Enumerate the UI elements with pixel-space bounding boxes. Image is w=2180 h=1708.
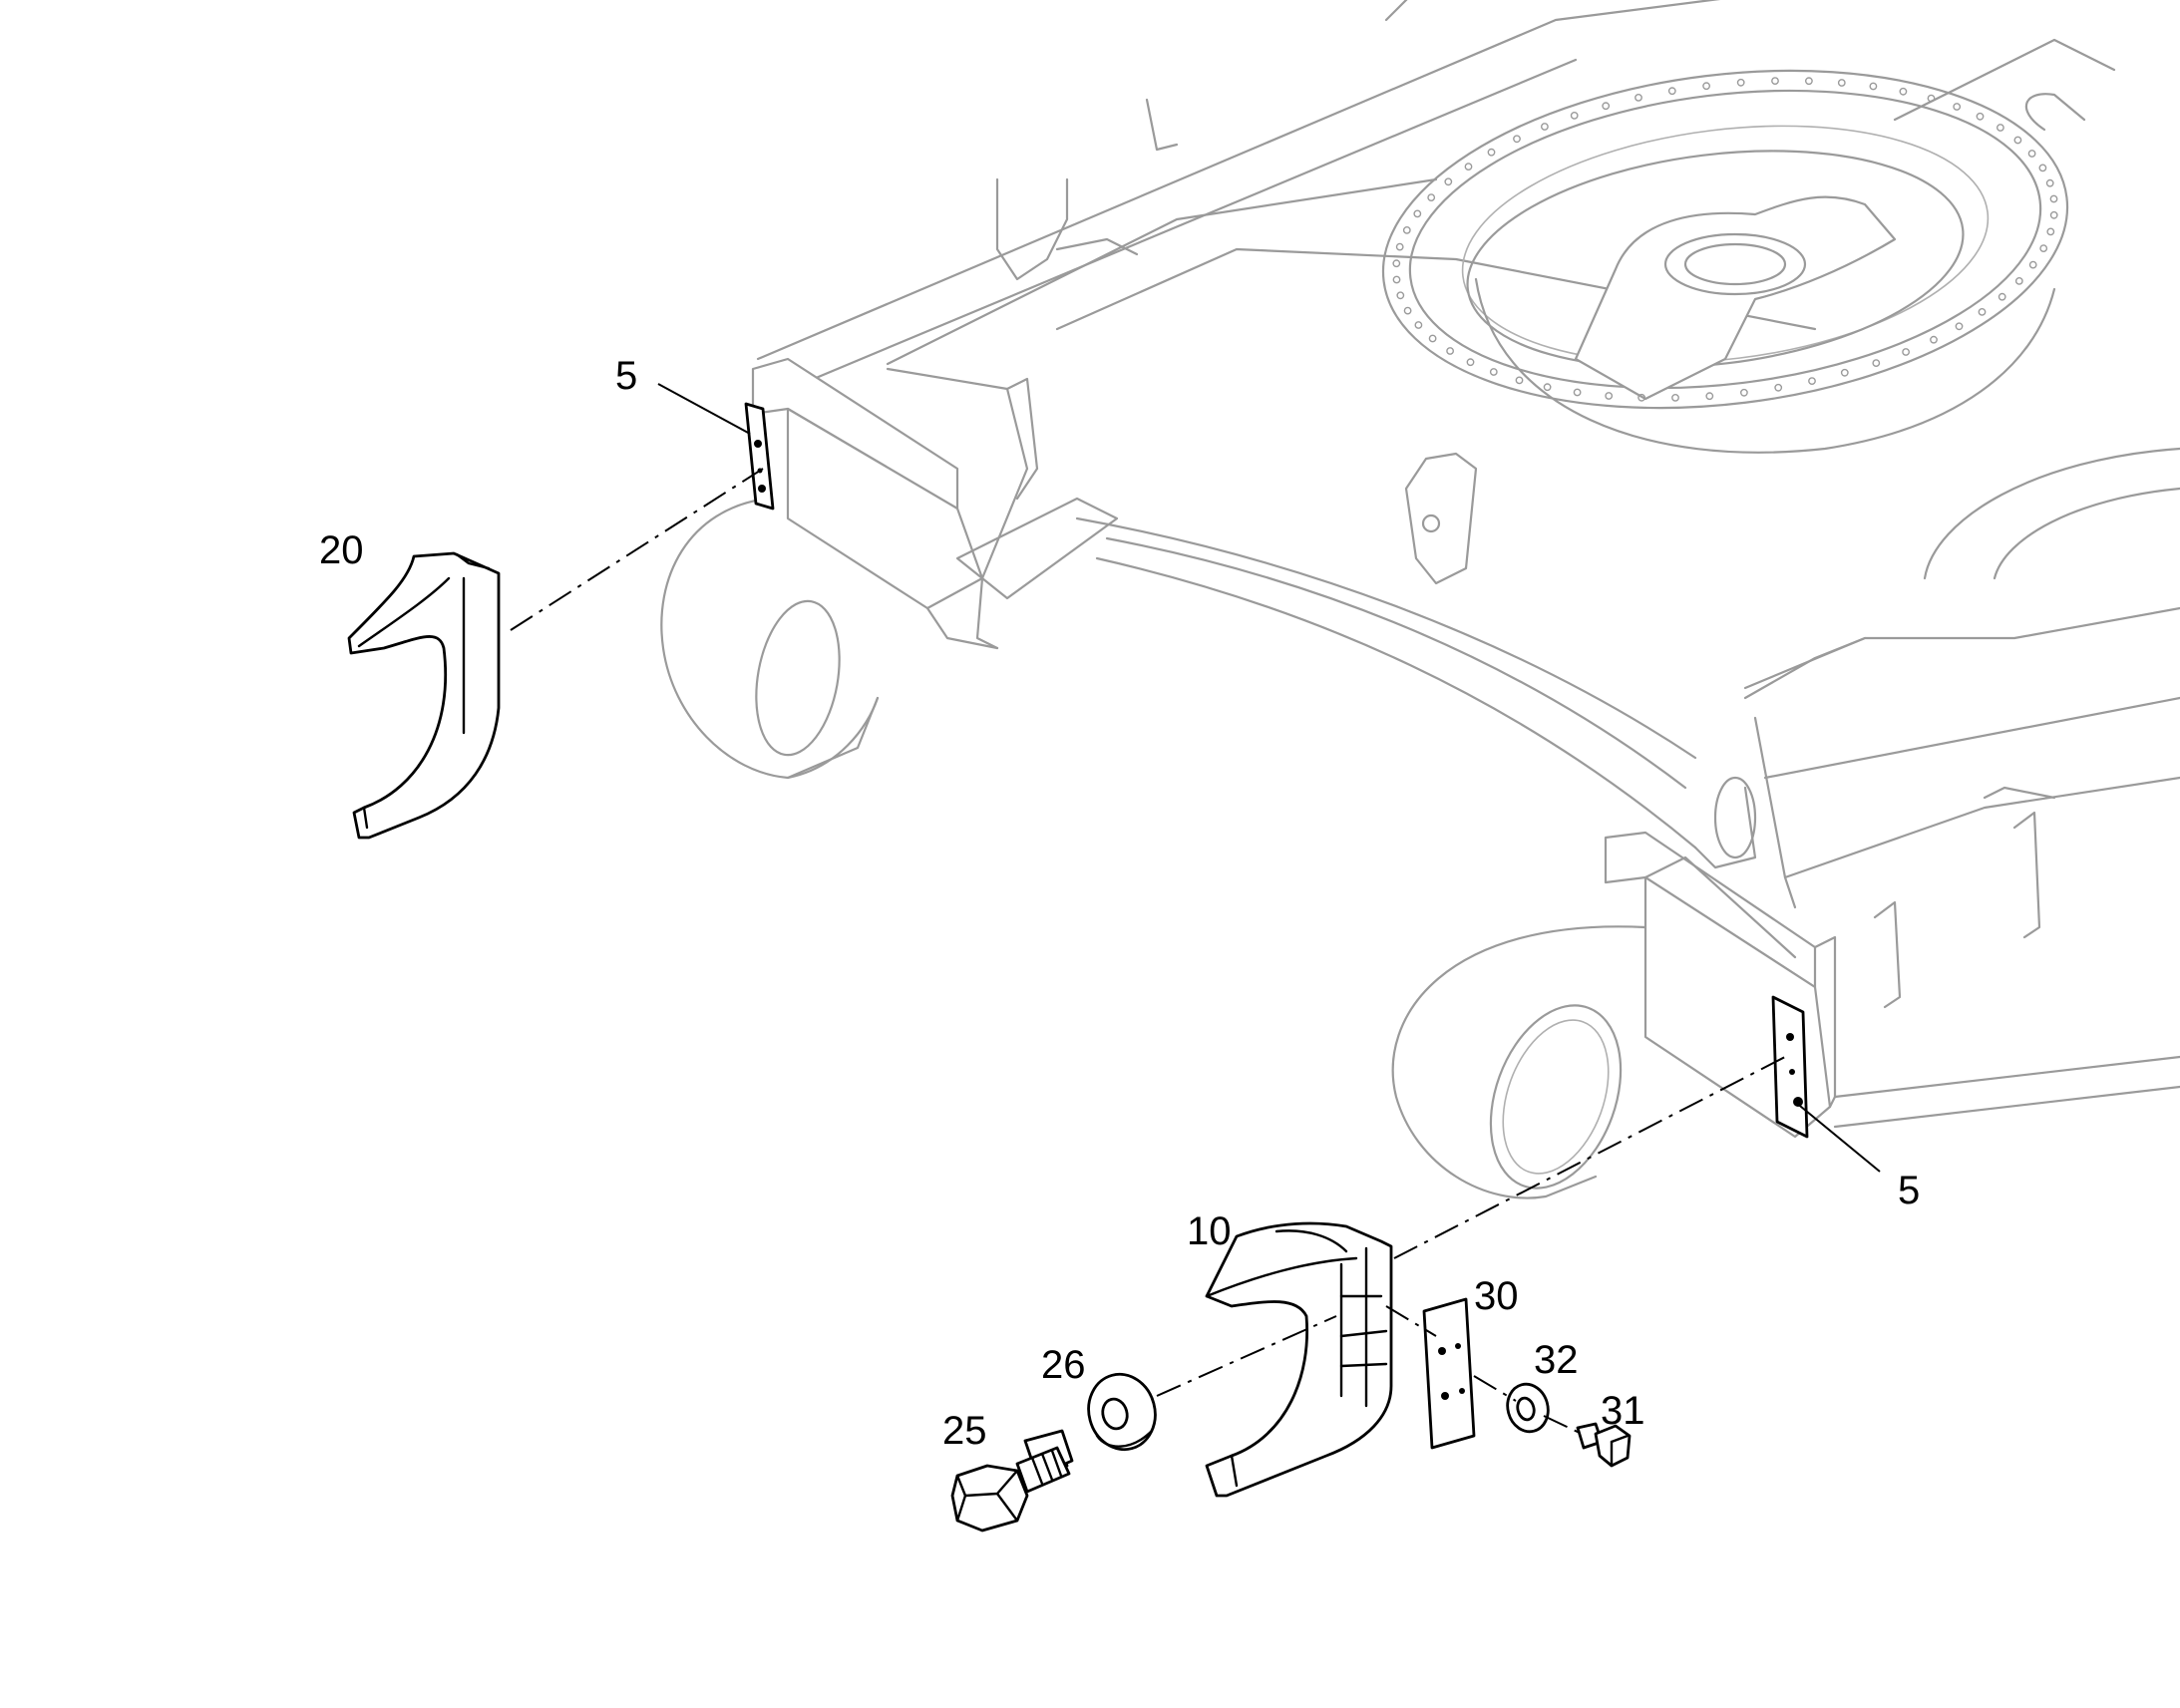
ring-bolt-hole <box>1605 392 1614 400</box>
ring-bolt-hole <box>1395 242 1404 251</box>
ring-bolt-hole <box>1997 124 2004 132</box>
ring-bolt-hole <box>1427 193 1436 202</box>
ring-bolt-hole <box>1413 209 1422 218</box>
track-guard-10 <box>1205 1221 1393 1498</box>
ring-bolt-hole <box>1402 225 1411 234</box>
ring-bolt-hole <box>1466 358 1475 367</box>
ring-bolt-hole <box>1774 383 1783 392</box>
ring-bolt-hole <box>1396 291 1405 300</box>
ring-bolt-hole <box>1667 87 1676 96</box>
ring-bolt-hole <box>1515 376 1524 385</box>
ring-bolt-hole <box>1808 377 1816 385</box>
ring-bolt-hole <box>1978 307 1987 316</box>
ring-bolt-hole <box>1637 393 1646 402</box>
ring-bolt-hole <box>2013 136 2022 145</box>
callout-30: 30 <box>1474 1274 1519 1318</box>
ring-bolt-hole <box>1573 388 1582 397</box>
ring-bolt-hole <box>2014 276 2023 285</box>
ring-bolt-hole <box>1705 392 1714 401</box>
bolt-31 <box>1576 1422 1632 1468</box>
ring-bolt-hole <box>1489 368 1498 376</box>
ring-bolt-hole <box>2049 194 2058 203</box>
ring-bolt-hole <box>1702 82 1711 91</box>
ring-bolt-hole <box>1541 123 1549 131</box>
callout-25: 25 <box>942 1409 987 1453</box>
ring-bolt-hole <box>1392 275 1401 284</box>
ring-bolt-hole <box>1837 79 1846 87</box>
ring-bolt-hole <box>1953 103 1962 111</box>
washer-26 <box>1087 1372 1157 1452</box>
ring-bolt-hole <box>1414 321 1423 329</box>
ring-bolt-hole <box>1671 393 1679 402</box>
ring-bolt-hole <box>1736 78 1745 87</box>
assembly-centerlines <box>510 468 1786 1435</box>
ring-bolt-hole <box>1444 177 1453 186</box>
ring-bolt-hole <box>1998 292 2006 301</box>
ring-bolt-hole <box>1602 102 1611 111</box>
ring-bolt-hole <box>2046 227 2055 236</box>
swing-bearing-ring <box>1381 69 2069 454</box>
leader-lines <box>657 383 1881 1173</box>
ring-bolt-holes <box>1392 77 2058 402</box>
undercarriage-frame <box>660 0 2180 1199</box>
ring-bolt-hole <box>1392 259 1401 268</box>
ring-bolt-hole <box>1446 347 1455 355</box>
shim-plate-5-top <box>744 402 775 511</box>
ring-bolt-hole <box>1428 334 1437 343</box>
ring-bolt-hole <box>1899 87 1908 96</box>
callout-5-bottom: 5 <box>1898 1169 1920 1212</box>
callout-5-top: 5 <box>615 354 637 398</box>
ring-bolt-hole <box>1902 348 1911 356</box>
ring-bolt-hole <box>1740 388 1748 397</box>
ring-bolt-hole <box>1930 335 1938 344</box>
bolt-25 <box>950 1429 1074 1533</box>
washer-32 <box>1506 1382 1550 1434</box>
ring-bolt-hole <box>1872 359 1881 367</box>
ring-bolt-hole <box>2028 260 2037 269</box>
ring-bolt-hole <box>1464 163 1473 171</box>
ring-bolt-hole <box>2049 210 2058 219</box>
callout-32: 32 <box>1534 1338 1579 1382</box>
ring-bolt-hole <box>1513 135 1521 144</box>
ring-bolt-hole <box>1805 77 1813 86</box>
ring-bolt-hole <box>2027 150 2036 158</box>
shim-plate-5-bottom <box>1771 995 1809 1139</box>
callout-26: 26 <box>1041 1343 1086 1387</box>
ring-bolt-hole <box>1635 94 1642 102</box>
ring-bolt-hole <box>2039 244 2048 253</box>
callout-20: 20 <box>319 528 364 572</box>
callout-10: 10 <box>1187 1209 1232 1253</box>
callout-labels: 5 20 5 10 30 26 32 25 31 <box>319 354 1920 1453</box>
ring-bolt-hole <box>1771 77 1779 86</box>
ring-bolt-hole <box>1976 112 1985 121</box>
ring-bolt-hole <box>1955 322 1964 331</box>
ring-bolt-hole <box>1840 368 1849 377</box>
track-guard-20 <box>347 551 501 840</box>
ring-bolt-hole <box>1543 383 1552 392</box>
ring-bolt-hole <box>1403 306 1412 315</box>
ring-bolt-hole <box>1570 112 1579 120</box>
ring-bolt-hole <box>2038 164 2047 172</box>
ring-bolt-hole <box>1869 82 1878 91</box>
ring-bolt-hole <box>1487 148 1496 157</box>
callout-31: 31 <box>1601 1389 1645 1433</box>
ring-bolt-hole <box>2045 178 2054 187</box>
plate-30 <box>1422 1297 1476 1450</box>
